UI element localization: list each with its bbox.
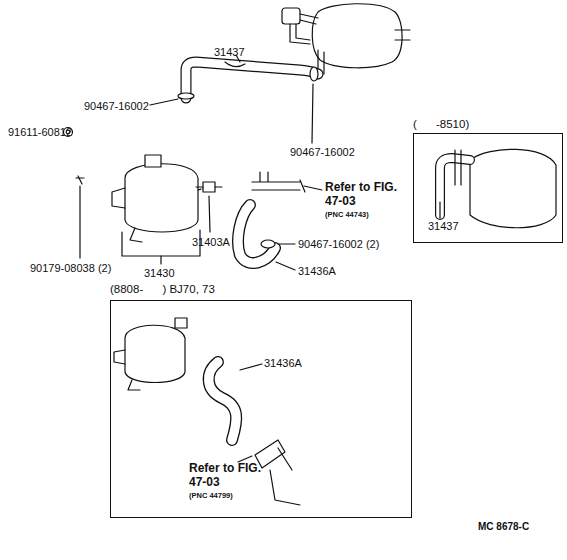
part-number: 31437 [428, 220, 459, 233]
fitting [196, 182, 222, 232]
callout-number: 31436A [298, 265, 336, 278]
callout-number: 31403A [192, 236, 230, 249]
callout-number: 90467-16002 [84, 100, 149, 113]
inset-box: (8808- ) BJ70, 7331436ARefer to FIG. 47-… [110, 300, 412, 518]
tank [282, 4, 410, 74]
callout-number: 90467-16002 [290, 146, 355, 159]
inset-tank [440, 149, 556, 227]
callout-number: 91611-60812 [8, 126, 72, 139]
tee-fitting [252, 172, 322, 192]
inset-box: ( -8510)31437 [413, 133, 563, 243]
inset-reservoir [114, 318, 300, 505]
part-number: Refer to FIG. 47-03 [189, 461, 267, 489]
inset-heading: ( -8510) [411, 118, 471, 131]
hose [150, 55, 318, 143]
callout-number: 90467-16002 (2) [298, 238, 379, 251]
callout-number: 90179-08038 (2) [30, 262, 111, 275]
callout-number: 31430 [144, 267, 175, 280]
callout-number: 31437 [214, 46, 245, 59]
inset-heading: (8808- ) BJ70, 73 [108, 283, 217, 296]
callout-number: (PNC 44743) [325, 210, 369, 219]
callout-number: MC 8678-C [478, 520, 529, 533]
hose [238, 205, 295, 270]
callout-number: Refer to FIG. 47-03 [325, 180, 403, 208]
reservoir [64, 128, 206, 265]
part-number: (PNC 44799) [189, 491, 233, 500]
part-number: 31436A [264, 357, 302, 370]
